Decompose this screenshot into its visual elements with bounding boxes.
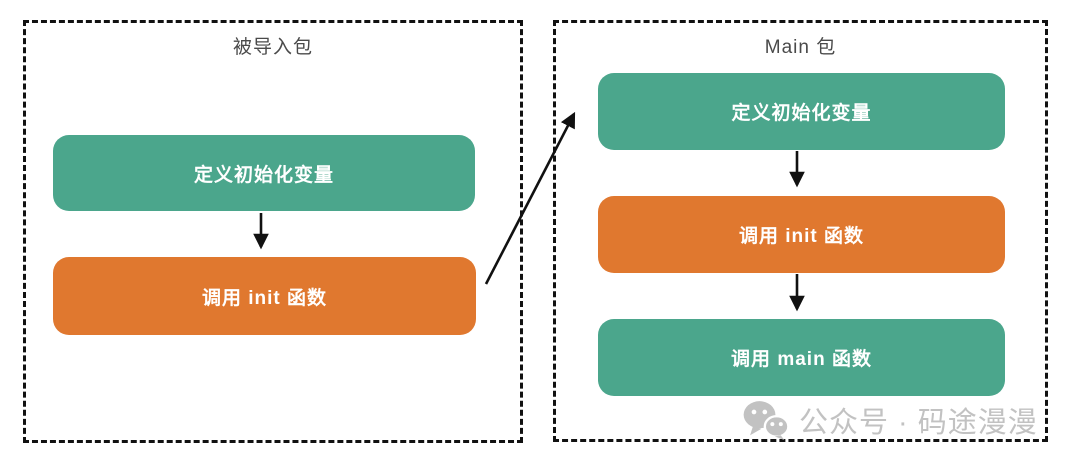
panel-main-package: Main 包 定义初始化变量 调用 init 函数 调用 main 函数 — [553, 20, 1048, 442]
watermark: 公众号 · 码途漫漫 — [742, 399, 1038, 441]
node-main-define-init-vars: 定义初始化变量 — [598, 73, 1005, 150]
node-label: 调用 main 函数 — [731, 349, 872, 370]
node-main-call-main-func: 调用 main 函数 — [598, 319, 1005, 396]
panel-imported-package: 被导入包 定义初始化变量 调用 init 函数 — [23, 20, 523, 443]
node-label: 调用 init 函数 — [201, 287, 328, 309]
watermark-text: 公众号 · 码途漫漫 — [799, 407, 1038, 439]
node-label: 定义初始化变量 — [193, 164, 334, 186]
panel-imported-title: 被导入包 — [232, 37, 313, 58]
panel-main-title: Main 包 — [764, 37, 837, 58]
node-imported-define-init-vars: 定义初始化变量 — [53, 135, 475, 211]
node-label: 调用 init 函数 — [738, 226, 865, 247]
node-main-call-init-func: 调用 init 函数 — [598, 196, 1005, 273]
wechat-icon — [743, 401, 790, 440]
node-label: 定义初始化变量 — [731, 103, 872, 124]
node-imported-call-init-func: 调用 init 函数 — [53, 257, 476, 335]
